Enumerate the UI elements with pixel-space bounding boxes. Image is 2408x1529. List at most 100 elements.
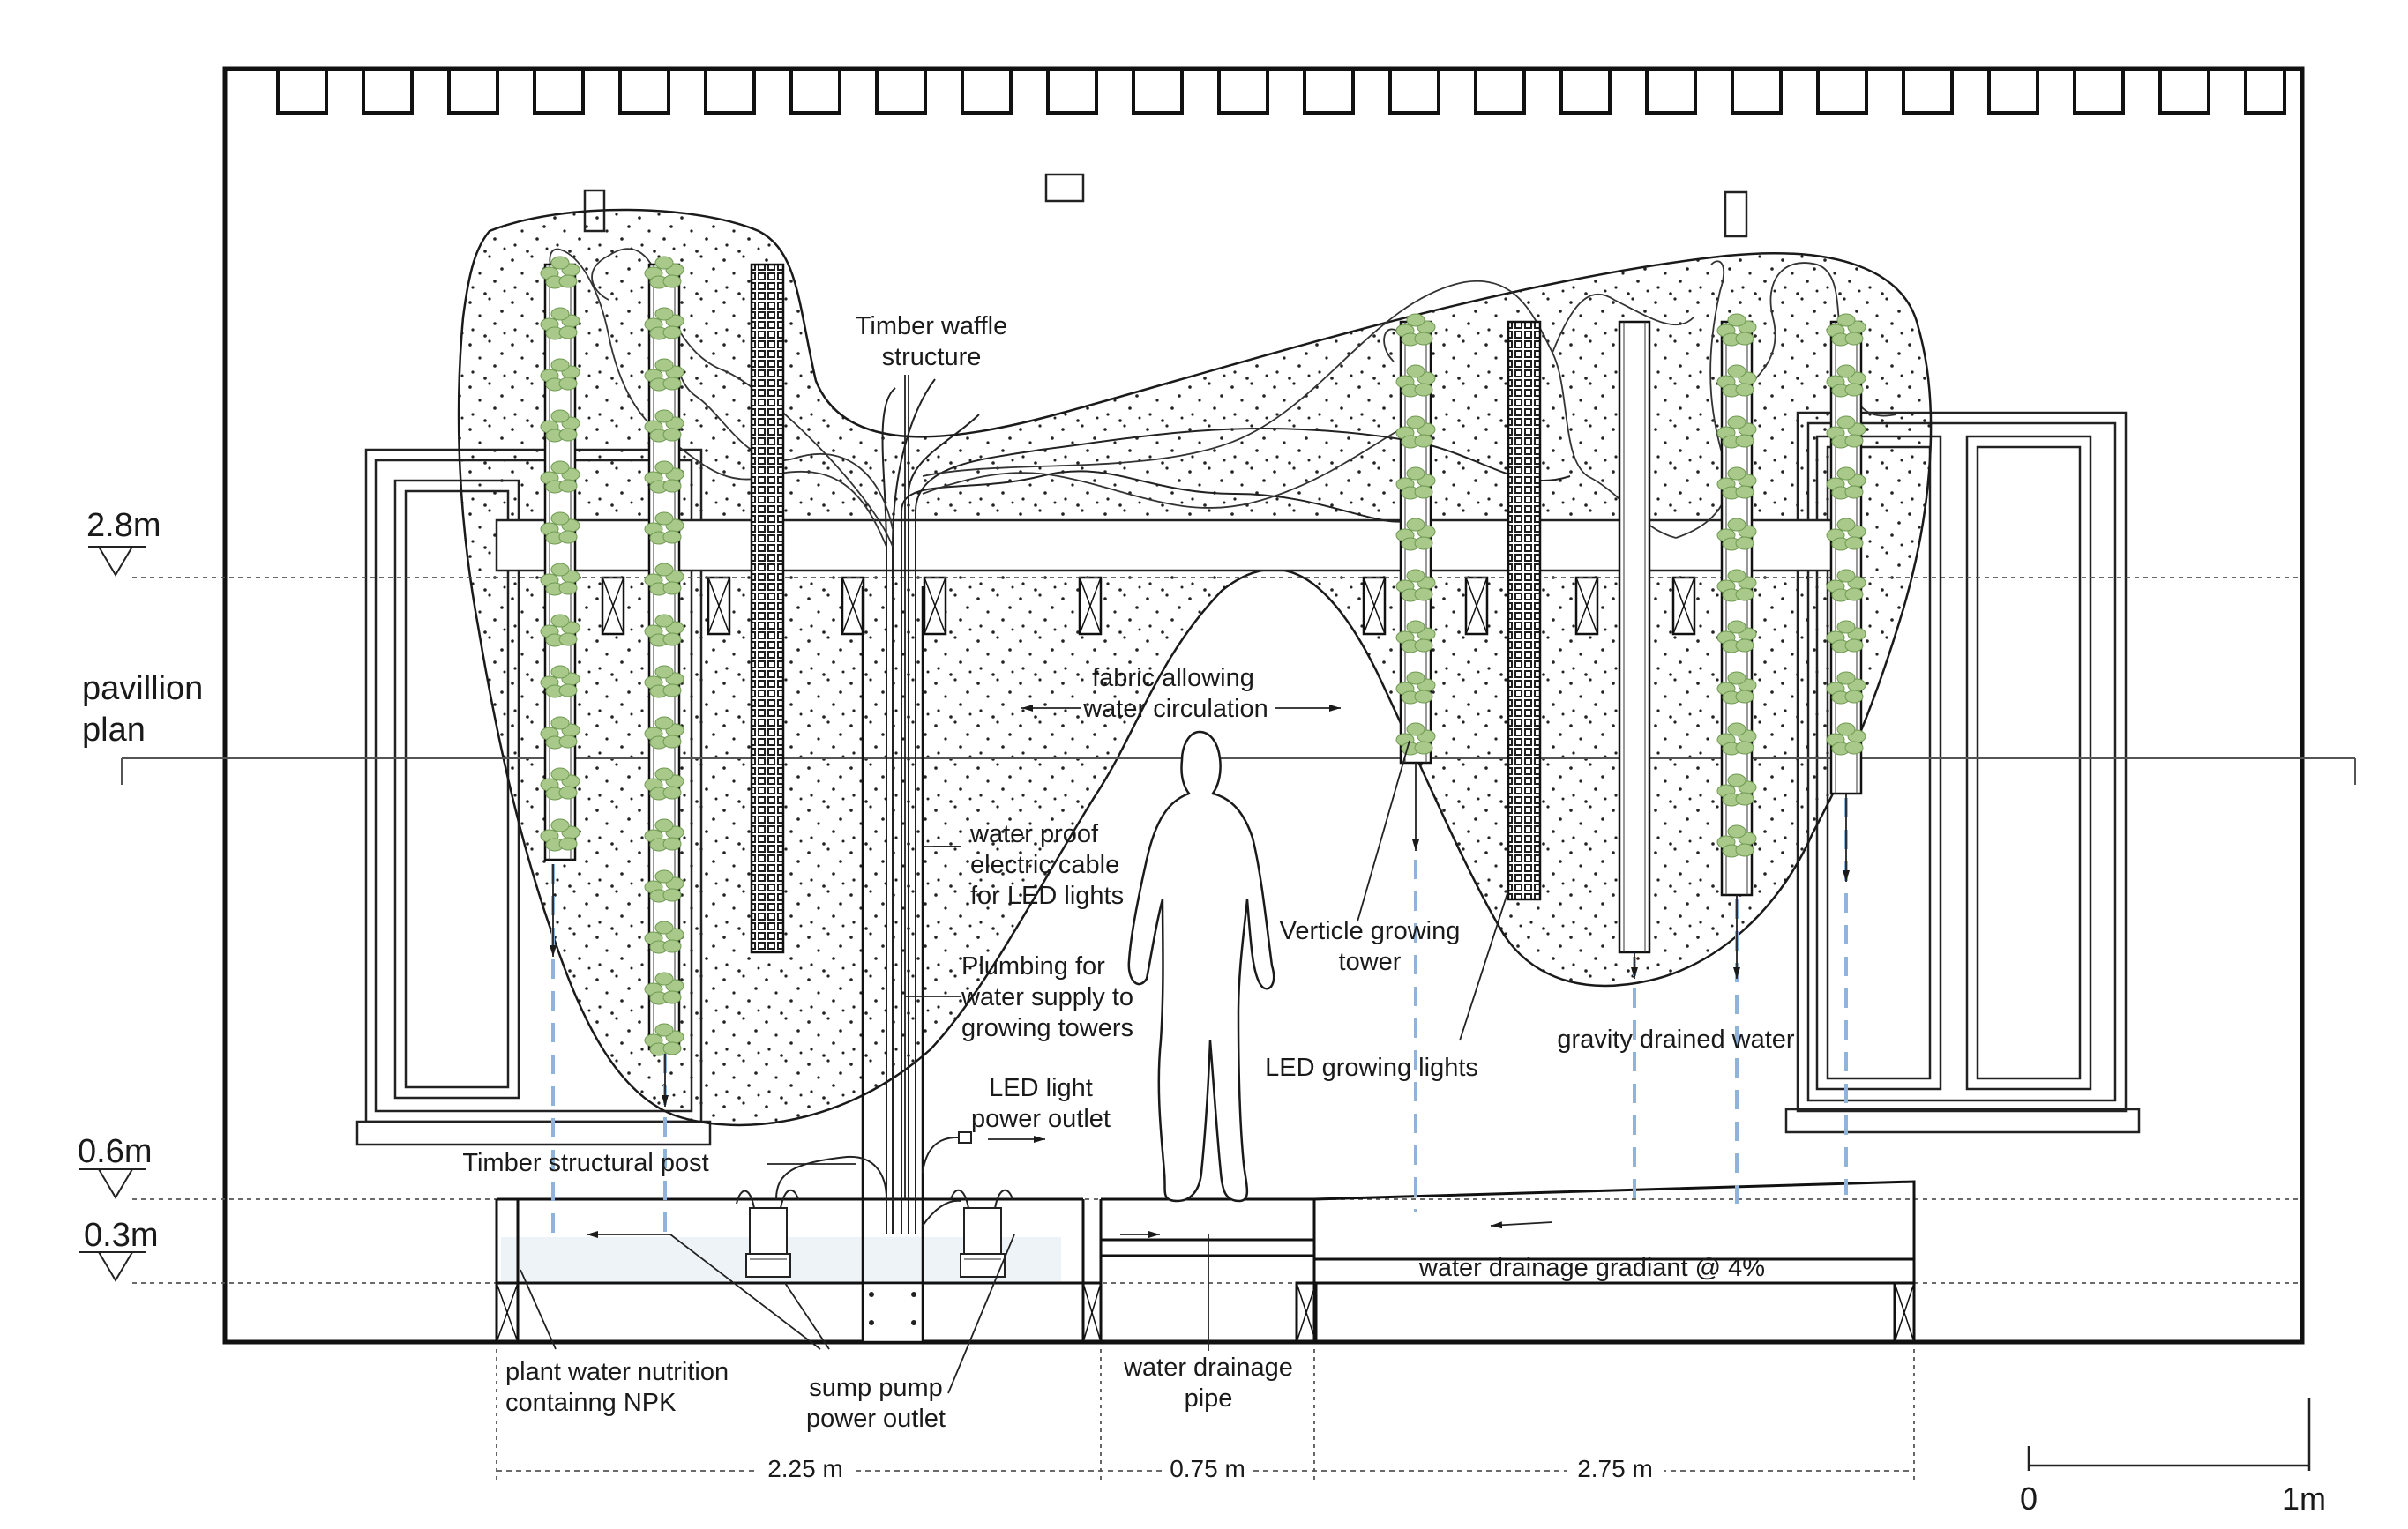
dimension-mid: 0.75 m: [1170, 1455, 1245, 1482]
label-fabric-2: water circulation: [1082, 695, 1268, 723]
plant-cluster: [644, 869, 684, 903]
led-light-strip: [750, 263, 785, 954]
plant-cluster: [1826, 415, 1866, 449]
scale-bar: [2027, 1398, 2311, 1471]
plant-cluster: [1826, 313, 1866, 347]
sump-pump-left: [736, 1155, 887, 1278]
waffle-slot: [707, 576, 731, 636]
plant-cluster: [540, 767, 580, 801]
plant-cluster: [1395, 364, 1436, 398]
label-cable-2: electric cable: [970, 851, 1119, 879]
plant-cluster: [1826, 466, 1866, 500]
gravity-drain-arrows: [550, 763, 1850, 1107]
plant-cluster: [1716, 518, 1757, 551]
level-marker-0-3: [79, 1251, 146, 1282]
plant-cluster: [1395, 466, 1436, 500]
plant-cluster: [1395, 671, 1436, 705]
plant-cluster: [644, 614, 684, 647]
floor-structure: [495, 1180, 1916, 1344]
plant-cluster: [644, 1023, 684, 1056]
waffle-slot: [1464, 576, 1489, 636]
plant-cluster: [644, 972, 684, 1005]
wall-vent: [1724, 190, 1748, 238]
level-label-mid: 0.6m: [78, 1133, 152, 1170]
fabric-canopy: [457, 208, 1933, 1127]
label-gravity: gravity drained water: [1557, 1026, 1795, 1054]
led-power-outlet-plug: [958, 1131, 972, 1144]
plant-cluster: [540, 614, 580, 647]
led-power-outlet: [922, 1137, 961, 1174]
growing-tower-6: [1829, 320, 1863, 795]
waffle-slots: [601, 576, 1696, 636]
plant-cluster: [1826, 671, 1866, 705]
label-drain-pipe-2: pipe: [1185, 1384, 1233, 1413]
label-timber-waffle-1: Timber waffle: [856, 312, 1007, 340]
level-marker-0-6: [79, 1168, 146, 1199]
plant-cluster: [540, 460, 580, 494]
waffle-slot: [841, 576, 865, 636]
level-label-low: 0.3m: [84, 1217, 158, 1254]
label-post: Timber structural post: [462, 1149, 708, 1177]
plant-cluster: [540, 511, 580, 545]
label-tower-1: Verticle growing: [1280, 917, 1461, 945]
label-nutrition-2: containng NPK: [505, 1389, 677, 1417]
plant-cluster: [1716, 620, 1757, 653]
label-fabric-1: fabric allowing: [1092, 664, 1254, 692]
label-sump-1: sump pump: [809, 1374, 943, 1402]
plant-cluster: [644, 818, 684, 852]
label-nutrition-1: plant water nutrition: [505, 1358, 729, 1386]
waffle-slot: [601, 576, 625, 636]
label-led-outlet-2: power outlet: [971, 1105, 1111, 1133]
label-drain-pipe-1: water drainage: [1123, 1354, 1293, 1382]
plant-cluster: [1716, 773, 1757, 807]
plant-cluster: [644, 358, 684, 392]
plant-cluster: [1716, 364, 1757, 398]
human-scale-figure: [1127, 730, 1275, 1203]
label-plumbing-2: water supply to: [961, 983, 1133, 1011]
plant-cluster: [1395, 620, 1436, 653]
wall-vent: [1044, 173, 1085, 203]
sump-pump-right: [922, 1189, 1013, 1278]
label-tower-2: tower: [1339, 948, 1402, 976]
plant-cluster: [1826, 620, 1866, 653]
plant-cluster: [1716, 722, 1757, 756]
plant-cluster: [1716, 466, 1757, 500]
waffle-slot: [1078, 576, 1103, 636]
label-gradient: water drainage gradiant @ 4%: [1418, 1254, 1765, 1282]
plant-cluster: [1826, 364, 1866, 398]
plant-cluster: [1826, 518, 1866, 551]
parapet-crenellation: [276, 67, 2286, 115]
plant-cluster: [644, 460, 684, 494]
plant-cluster: [1716, 824, 1757, 858]
plant-cluster: [644, 716, 684, 750]
plant-cluster: [1826, 722, 1866, 756]
label-timber-waffle-2: structure: [882, 343, 982, 371]
level-label-upper: 2.8m: [86, 507, 161, 544]
led-growing-lights: [750, 263, 1542, 954]
plant-cluster: [644, 767, 684, 801]
label-sump-2: power outlet: [806, 1405, 946, 1433]
scale-start: 0: [2020, 1481, 2038, 1517]
leader-lines: [520, 375, 1509, 1394]
plant-cluster: [540, 409, 580, 443]
plant-cluster: [1395, 518, 1436, 551]
dimension-right: 2.75 m: [1577, 1455, 1653, 1482]
plant-cluster: [1395, 415, 1436, 449]
plant-cluster: [644, 665, 684, 698]
plant-cluster: [1716, 313, 1757, 347]
level-marker-2-8: [88, 546, 146, 577]
plant-cluster: [1395, 313, 1436, 347]
plant-cluster: [644, 563, 684, 596]
label-led-outlet-1: LED light: [989, 1074, 1093, 1102]
plant-cluster: [540, 818, 580, 852]
waffle-slot: [1362, 576, 1387, 636]
plant-cluster: [1716, 415, 1757, 449]
tower-plants: [540, 256, 1866, 1056]
growing-tower-5: [1720, 320, 1754, 897]
plant-cluster: [644, 409, 684, 443]
plant-cluster: [540, 256, 580, 289]
dimension-left: 2.25 m: [767, 1455, 843, 1482]
label-cable-3: for LED lights: [970, 882, 1124, 910]
plant-cluster: [1826, 569, 1866, 602]
